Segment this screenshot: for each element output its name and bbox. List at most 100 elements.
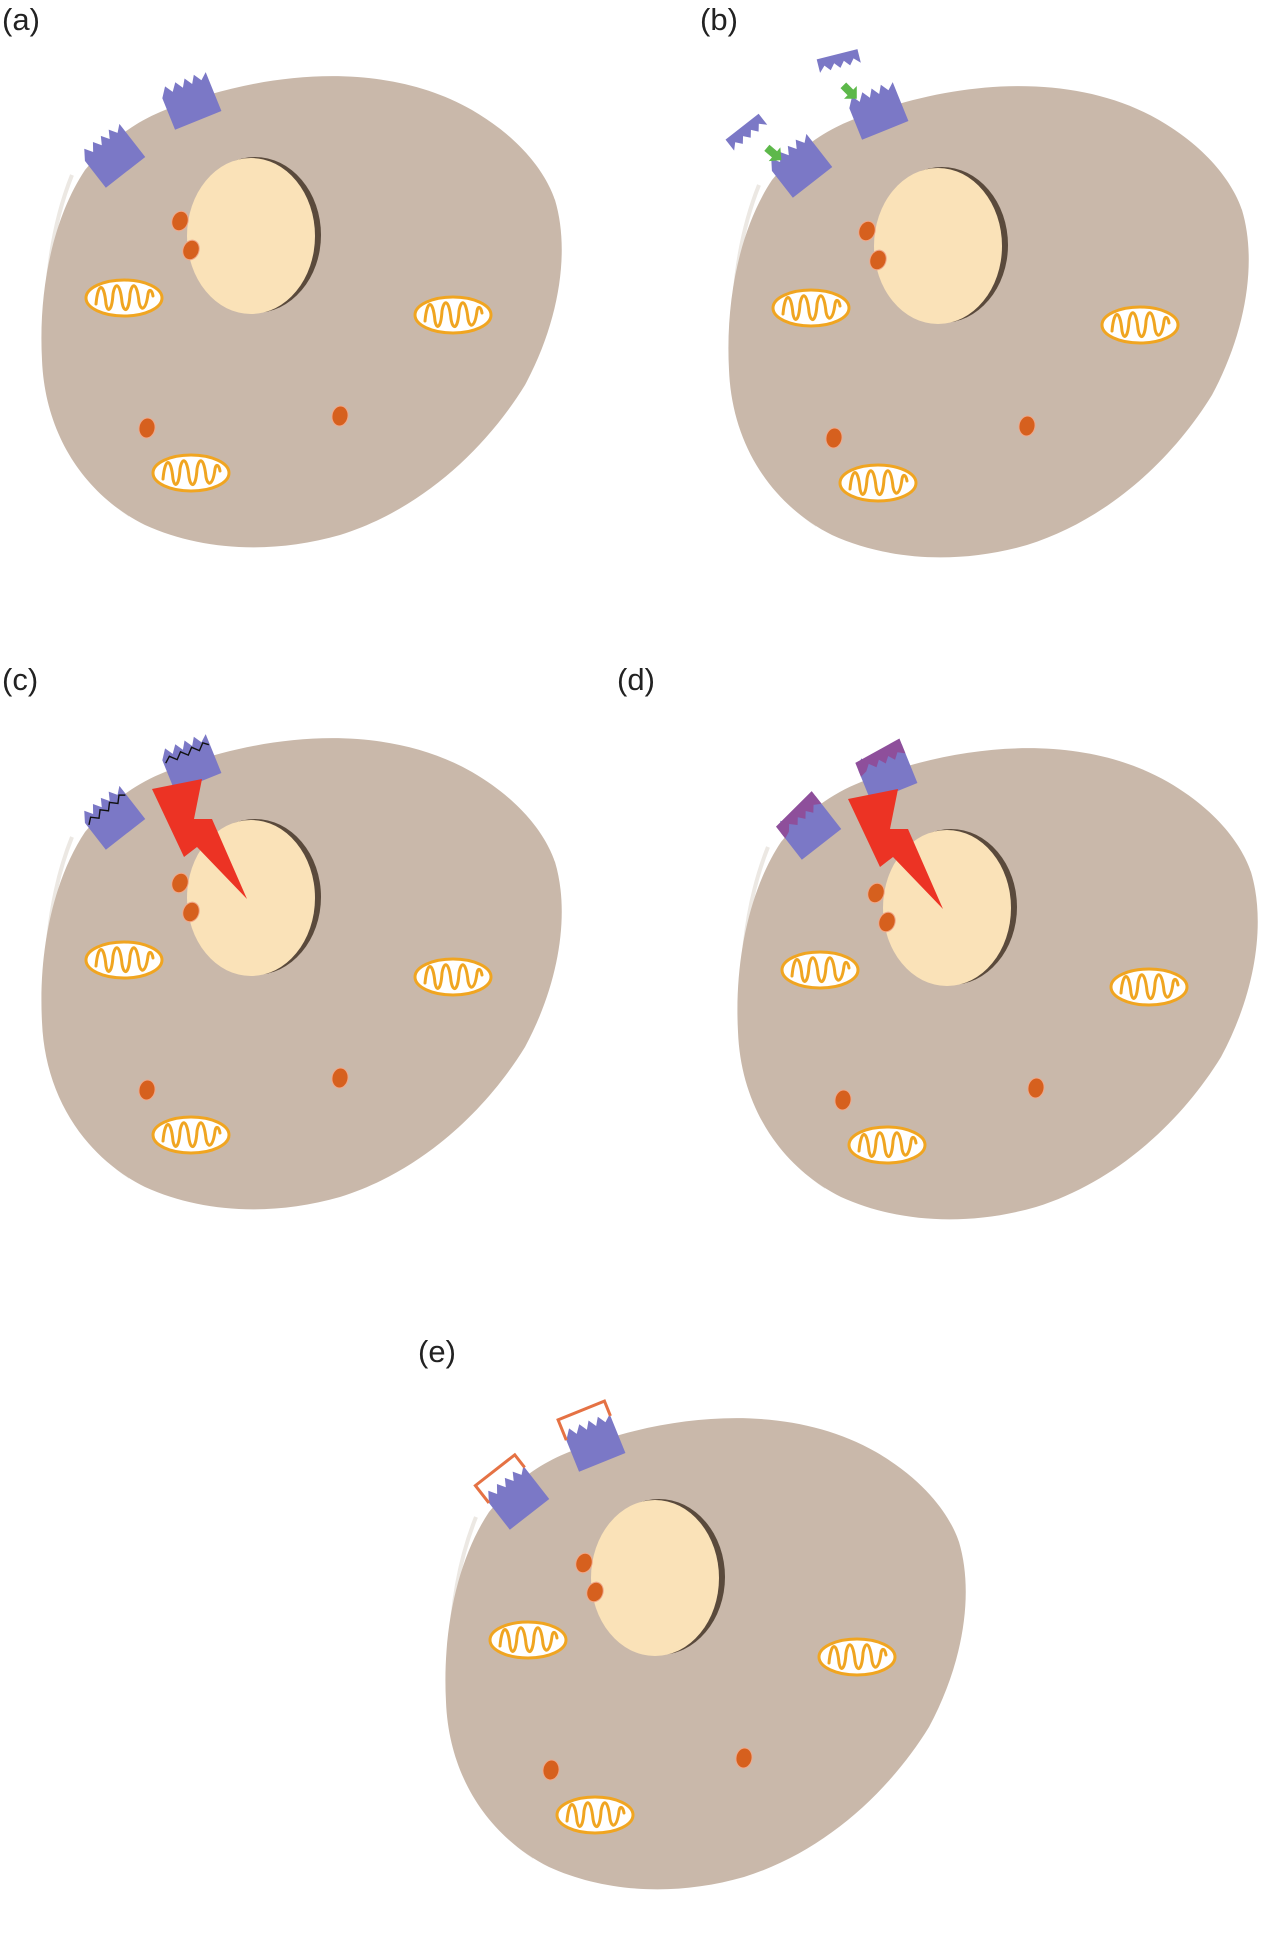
mitochondrion-cristae (423, 301, 484, 328)
mitochondrion-icon (488, 1620, 568, 1660)
cell-panel-b (725, 49, 1249, 558)
ligand-body (725, 113, 768, 151)
mitochondrion-icon (780, 950, 860, 990)
mitochondrion-cristae (848, 469, 909, 496)
mitochondrion-icon (413, 957, 493, 997)
receptor-icon (855, 738, 918, 802)
vesicle-icon (858, 220, 876, 242)
mitochondrion-icon (151, 1115, 231, 1155)
receptor-icon (771, 133, 833, 198)
panel-label-a: (a) (2, 2, 40, 37)
receptor-icon (84, 785, 146, 850)
mitochondrion-icon (84, 278, 164, 318)
binding-arrow (840, 82, 857, 99)
receptor-icon (84, 123, 146, 188)
mitochondrion-cristae (790, 956, 851, 983)
blocker-outline (473, 1452, 526, 1504)
binding-arrow-icon (764, 144, 782, 162)
cell-panel-d (737, 738, 1258, 1220)
vesicle-icon (735, 1747, 753, 1769)
cell-cytoplasm (41, 76, 562, 548)
mitochondrion-icon (84, 940, 164, 980)
panel-label-d: (d) (617, 662, 655, 697)
receptor-body (162, 72, 222, 130)
vesicle-icon (138, 417, 156, 439)
vesicle-icon (1018, 415, 1036, 437)
cell-panel-e (445, 1399, 966, 1890)
receptor-icon (775, 791, 842, 860)
panel-label-b: (b) (700, 2, 738, 37)
ligand-icon (725, 113, 768, 151)
cell-cytoplasm (445, 1418, 966, 1890)
receptor-icon (849, 82, 909, 140)
modification-cap (775, 791, 822, 839)
vesicle-icon (171, 872, 189, 894)
binding-arrow (764, 144, 782, 162)
signal-bolt (152, 779, 247, 899)
mitochondrion-icon (555, 1795, 635, 1835)
vesicle-icon (331, 405, 349, 427)
receptor-body (566, 1414, 626, 1472)
receptor-body (780, 795, 842, 860)
receptor-body (849, 82, 909, 140)
mitochondrion-icon (1100, 305, 1180, 345)
ligand-body (816, 49, 861, 73)
nucleus-icon (187, 158, 315, 314)
mitochondrion-icon (838, 463, 918, 503)
cell-panel-c (41, 734, 562, 1210)
ligand-bound-line (88, 794, 126, 826)
mitochondrion-cristae (161, 1121, 222, 1148)
vesicle-icon (138, 1079, 156, 1101)
mitochondrion-icon (847, 1125, 927, 1165)
vesicle-icon (825, 427, 843, 449)
receptor-icon (473, 1452, 550, 1530)
vesicle-icon (867, 882, 885, 904)
vesicle-icon (182, 239, 200, 261)
mitochondrion-icon (151, 453, 231, 493)
lightning-bolt-icon (848, 789, 943, 909)
mitochondrion-cristae (94, 284, 155, 311)
mitochondrion-cristae (565, 1801, 626, 1828)
nucleus-icon (874, 168, 1002, 324)
vesicle-icon (1027, 1077, 1045, 1099)
vesicle-icon (182, 901, 200, 923)
vesicle-icon (171, 210, 189, 232)
signal-bolt (848, 789, 943, 909)
receptor-body (84, 785, 146, 850)
receptor-body (84, 123, 146, 188)
receptor-icon (162, 72, 222, 130)
ligand-icon (816, 49, 861, 73)
panel-label-c: (c) (2, 662, 39, 697)
ligand-bound-line (165, 741, 210, 764)
receptor-body (162, 734, 222, 792)
receptor-body (771, 133, 833, 198)
nucleus-icon (591, 1500, 719, 1656)
mitochondrion-cristae (161, 459, 222, 486)
vesicle-icon (331, 1067, 349, 1089)
panel-label-e: (e) (418, 1334, 456, 1369)
mitochondrion-cristae (827, 1643, 888, 1670)
mitochondrion-icon (413, 295, 493, 335)
mitochondrion-cristae (857, 1131, 918, 1158)
vesicle-icon (575, 1552, 593, 1574)
mitochondrion-cristae (423, 963, 484, 990)
receptor-icon (162, 734, 222, 792)
blocker-outline (556, 1399, 612, 1441)
vesicle-icon (586, 1581, 604, 1603)
cell-cytoplasm (41, 738, 562, 1210)
cell-cytoplasm (728, 86, 1249, 558)
vesicle-icon (542, 1759, 560, 1781)
binding-arrow-icon (840, 82, 857, 99)
receptor-body (488, 1465, 550, 1530)
cell-panel-a (41, 72, 562, 548)
vesicle-icon (834, 1089, 852, 1111)
mitochondrion-cristae (1110, 311, 1171, 338)
modification-cap (855, 738, 906, 777)
lightning-bolt-icon (152, 779, 247, 899)
mitochondrion-cristae (94, 946, 155, 973)
mitochondrion-cristae (498, 1626, 559, 1653)
mitochondrion-cristae (1119, 973, 1180, 1000)
receptor-icon (556, 1399, 626, 1472)
mitochondrion-icon (817, 1637, 897, 1677)
